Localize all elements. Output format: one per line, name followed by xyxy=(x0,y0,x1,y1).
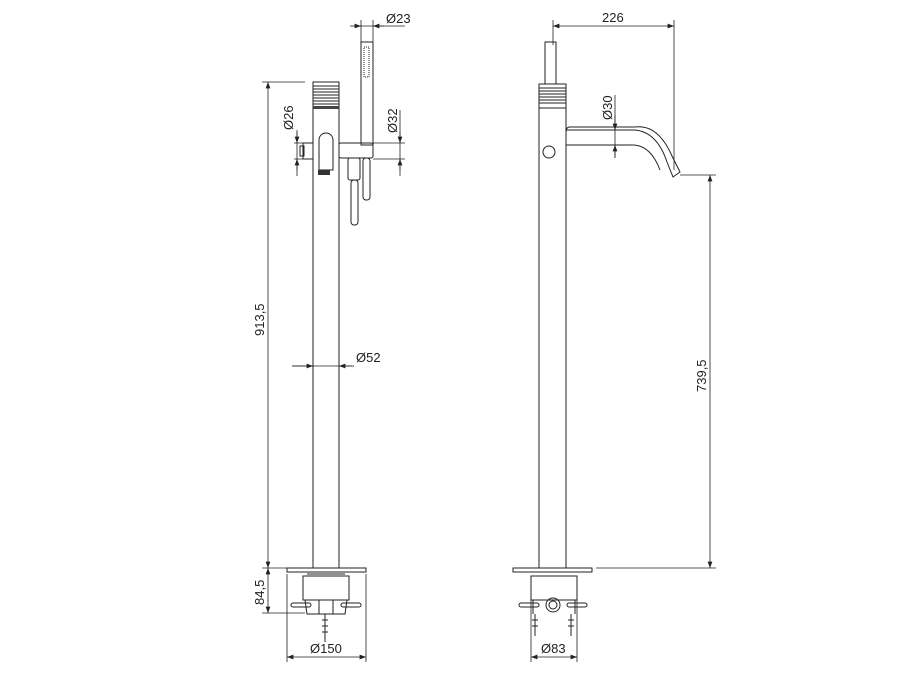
knurled-handle xyxy=(312,81,340,109)
base-plate xyxy=(512,567,593,573)
dim-plate-dia: Ø150 xyxy=(310,641,342,656)
dim-spout-dia: Ø30 xyxy=(600,95,615,120)
handshower xyxy=(360,41,374,146)
dim-box-dia: Ø83 xyxy=(541,641,566,656)
knurled-handle xyxy=(538,83,567,109)
dim-handshower-dia: Ø23 xyxy=(386,11,411,26)
side-view: 226 Ø30 739,5 Ø83 xyxy=(512,10,716,662)
aerator xyxy=(318,170,330,175)
dim-outlet-dia: Ø26 xyxy=(281,105,296,130)
handshower xyxy=(544,41,557,85)
base-plate xyxy=(286,567,367,573)
dim-total-height: 913,5 xyxy=(252,303,267,336)
spout xyxy=(565,126,681,178)
dim-column-dia: Ø52 xyxy=(356,350,381,365)
dim-bracket-dia: Ø32 xyxy=(385,108,400,133)
install-box xyxy=(302,575,350,601)
column xyxy=(312,81,340,569)
dim-spout-reach: 226 xyxy=(602,10,624,25)
install-box xyxy=(530,575,578,601)
outlet-connector xyxy=(302,142,314,160)
dim-spout-height: 739,5 xyxy=(694,359,709,392)
lever xyxy=(318,132,334,171)
hose-connector xyxy=(347,157,361,181)
front-view: Ø23 Ø26 Ø32 913,5 84,5 Ø52 Ø150 xyxy=(252,11,411,662)
dim-base-height: 84,5 xyxy=(252,580,267,605)
diverter-button xyxy=(542,145,556,159)
